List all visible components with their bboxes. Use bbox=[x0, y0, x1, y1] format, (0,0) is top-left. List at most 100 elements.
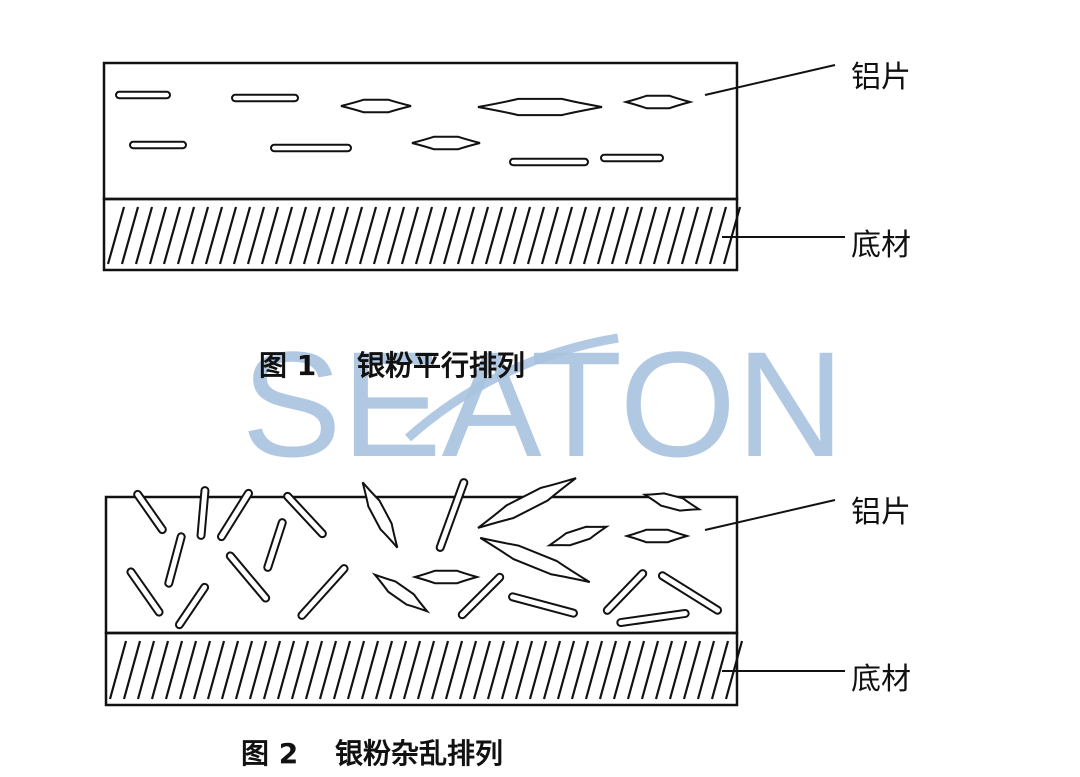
hatch-line bbox=[682, 640, 702, 700]
fig2-flake-leader-line bbox=[704, 499, 836, 531]
hatch-line bbox=[654, 640, 674, 700]
hatch-line bbox=[344, 206, 364, 265]
aluminum-flake bbox=[435, 478, 469, 552]
hatch-line bbox=[526, 206, 546, 265]
hatch-line bbox=[500, 640, 520, 700]
hatch-line bbox=[680, 206, 700, 265]
hatch-line bbox=[218, 206, 238, 265]
aluminum-flake bbox=[340, 98, 412, 114]
hatch-line bbox=[136, 640, 156, 700]
hatch-line bbox=[556, 640, 576, 700]
aluminum-flake bbox=[622, 94, 694, 110]
hatch-line bbox=[638, 206, 658, 265]
aluminum-flake bbox=[371, 572, 431, 614]
figure-2-random-arrangement bbox=[104, 477, 845, 707]
hatch-line bbox=[204, 206, 224, 265]
hatch-line bbox=[248, 640, 268, 700]
aluminum-flake bbox=[283, 491, 327, 539]
hatch-line bbox=[554, 206, 574, 265]
aluminum-flake bbox=[411, 569, 481, 585]
hatch-line bbox=[640, 640, 660, 700]
hatch-line bbox=[416, 640, 436, 700]
hatch-line bbox=[668, 640, 688, 700]
fig1-flakes bbox=[115, 90, 694, 167]
hatch-line bbox=[428, 206, 448, 265]
hatch-line bbox=[486, 640, 506, 700]
aluminum-flake bbox=[546, 525, 610, 547]
hatch-line bbox=[190, 206, 210, 265]
hatch-line bbox=[288, 206, 308, 265]
fig2-substrate-box bbox=[104, 631, 739, 707]
hatch-line bbox=[176, 206, 196, 265]
hatch-line bbox=[232, 206, 252, 265]
hatch-line bbox=[192, 640, 212, 700]
hatch-line bbox=[330, 206, 350, 265]
fig2-caption-text: 银粉杂乱排列 bbox=[335, 737, 504, 770]
aluminum-flake bbox=[270, 143, 352, 153]
fig1-substrate-label: 底材 bbox=[851, 228, 911, 263]
hatch-line bbox=[162, 206, 182, 265]
aluminum-flake bbox=[641, 492, 703, 512]
hatch-line bbox=[164, 640, 184, 700]
hatch-line bbox=[150, 640, 170, 700]
hatch-line bbox=[234, 640, 254, 700]
hatch-line bbox=[696, 640, 716, 700]
hatch-line bbox=[374, 640, 394, 700]
hatch-line bbox=[694, 206, 714, 265]
hatch-line bbox=[442, 206, 462, 265]
hatch-line bbox=[148, 206, 168, 265]
hatch-line bbox=[360, 640, 380, 700]
hatch-line bbox=[568, 206, 588, 265]
hatch-line bbox=[332, 640, 352, 700]
hatch-line bbox=[414, 206, 434, 265]
hatch-line bbox=[584, 640, 604, 700]
aluminum-flake bbox=[361, 481, 399, 549]
hatch-line bbox=[456, 206, 476, 265]
hatch-line bbox=[106, 206, 126, 265]
fig1-substrate-hatching bbox=[106, 206, 742, 265]
hatch-line bbox=[388, 640, 408, 700]
hatch-line bbox=[262, 640, 282, 700]
fig2-substrate-hatching bbox=[108, 640, 744, 700]
aluminum-flake bbox=[508, 592, 578, 618]
aluminum-flake bbox=[225, 551, 271, 603]
hatch-line bbox=[610, 206, 630, 265]
fig1-caption-text: 银粉平行排列 bbox=[357, 349, 526, 382]
hatch-line bbox=[358, 206, 378, 265]
aluminum-flake bbox=[126, 567, 164, 617]
hatch-line bbox=[304, 640, 324, 700]
aluminum-flake bbox=[129, 140, 187, 150]
hatch-line bbox=[498, 206, 518, 265]
hatch-line bbox=[470, 206, 490, 265]
fig2-flakes bbox=[126, 477, 723, 630]
fig1-flake-leader-line bbox=[704, 64, 836, 96]
hatch-line bbox=[346, 640, 366, 700]
hatch-line bbox=[626, 640, 646, 700]
hatch-line bbox=[598, 640, 618, 700]
aluminum-flake bbox=[196, 486, 210, 540]
hatch-line bbox=[444, 640, 464, 700]
hatch-line bbox=[260, 206, 280, 265]
hatch-line bbox=[666, 206, 686, 265]
fig1-substrate-box bbox=[102, 197, 739, 272]
aluminum-flake bbox=[231, 93, 299, 103]
hatch-line bbox=[246, 206, 266, 265]
hatch-line bbox=[430, 640, 450, 700]
fig1-flake-label: 铝片 bbox=[851, 60, 911, 95]
fig2-flake-label: 铝片 bbox=[851, 495, 911, 530]
fig2-substrate-label: 底材 bbox=[851, 662, 911, 697]
hatch-line bbox=[276, 640, 296, 700]
aluminum-flake bbox=[216, 488, 254, 542]
hatch-line bbox=[582, 206, 602, 265]
aluminum-flake bbox=[133, 489, 167, 535]
hatch-line bbox=[372, 206, 392, 265]
hatch-line bbox=[528, 640, 548, 700]
aluminum-flake bbox=[477, 477, 577, 529]
hatch-line bbox=[402, 640, 422, 700]
aluminum-flake bbox=[411, 135, 481, 151]
hatch-line bbox=[612, 640, 632, 700]
hatch-line bbox=[400, 206, 420, 265]
hatch-line bbox=[290, 640, 310, 700]
hatch-line bbox=[206, 640, 226, 700]
